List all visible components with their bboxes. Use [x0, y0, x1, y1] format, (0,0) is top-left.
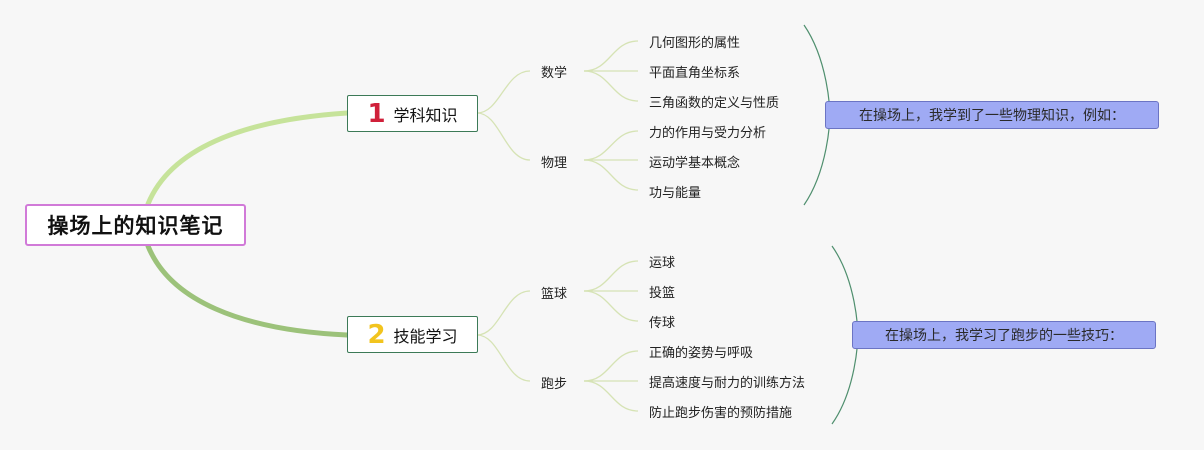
leaf-item[interactable]: 运动学基本概念 [649, 156, 741, 171]
branch-physics-leaf-3 [583, 159, 639, 191]
leaf-item[interactable]: 几何图形的属性 [649, 36, 741, 51]
branch-topic-2-to-basketball [476, 290, 531, 336]
summary-box-running[interactable]: 在操场上，我学习了跑步的一些技巧： [852, 321, 1156, 349]
branch-running-leaf-3 [583, 380, 639, 412]
topic-label: 技能学习 [393, 326, 458, 346]
branch-root-to-topic-1 [145, 110, 350, 207]
leaf-item[interactable]: 平面直角坐标系 [649, 66, 741, 81]
topic-node-skill-learning[interactable]: 2 技能学习 [347, 316, 478, 353]
root-title: 操场上的知识笔记 [47, 214, 224, 238]
topic-node-subject-knowledge[interactable]: 1 学科知识 [347, 95, 478, 132]
summary-text: 在操场上，我学习了跑步的一些技巧： [885, 328, 1123, 344]
branch-topic-2-to-running [476, 334, 531, 382]
branch-physics-leaf-1 [583, 130, 639, 161]
leaf-item[interactable]: 传球 [649, 316, 676, 331]
topic-label: 学科知识 [393, 105, 458, 125]
branch-running-leaf-1 [583, 350, 639, 382]
leaf-item[interactable]: 提高速度与耐力的训练方法 [649, 376, 806, 391]
topic-number-1: 1 [367, 98, 386, 129]
leaf-item[interactable]: 力的作用与受力分析 [649, 126, 767, 141]
leaf-item[interactable]: 运球 [649, 256, 676, 271]
summary-box-physics[interactable]: 在操场上，我学到了一些物理知识，例如： [825, 101, 1159, 129]
branch-topic-1-to-physics [476, 112, 531, 161]
branch-math-leaf-1 [583, 40, 639, 72]
leaf-item[interactable]: 功与能量 [649, 186, 702, 201]
summary-text: 在操场上，我学到了一些物理知识，例如： [859, 108, 1125, 124]
branch-root-to-topic-2 [145, 243, 350, 338]
topic-number-2: 2 [367, 319, 386, 350]
subtopic-physics[interactable]: 物理 [541, 156, 568, 171]
root-node[interactable]: 操场上的知识笔记 [25, 204, 246, 246]
leaf-item[interactable]: 三角函数的定义与性质 [649, 96, 780, 111]
subtopic-math[interactable]: 数学 [541, 66, 568, 81]
leaf-item[interactable]: 防止跑步伤害的预防措施 [649, 406, 793, 421]
leaf-item[interactable]: 正确的姿势与呼吸 [649, 346, 754, 361]
branch-basketball-leaf-3 [583, 290, 639, 322]
branch-topic-1-to-math [476, 70, 531, 114]
subtopic-basketball[interactable]: 篮球 [541, 287, 568, 302]
branch-math-leaf-3 [583, 70, 639, 102]
branch-basketball-leaf-1 [583, 260, 639, 292]
leaf-item[interactable]: 投篮 [649, 286, 676, 301]
subtopic-running[interactable]: 跑步 [541, 377, 568, 392]
